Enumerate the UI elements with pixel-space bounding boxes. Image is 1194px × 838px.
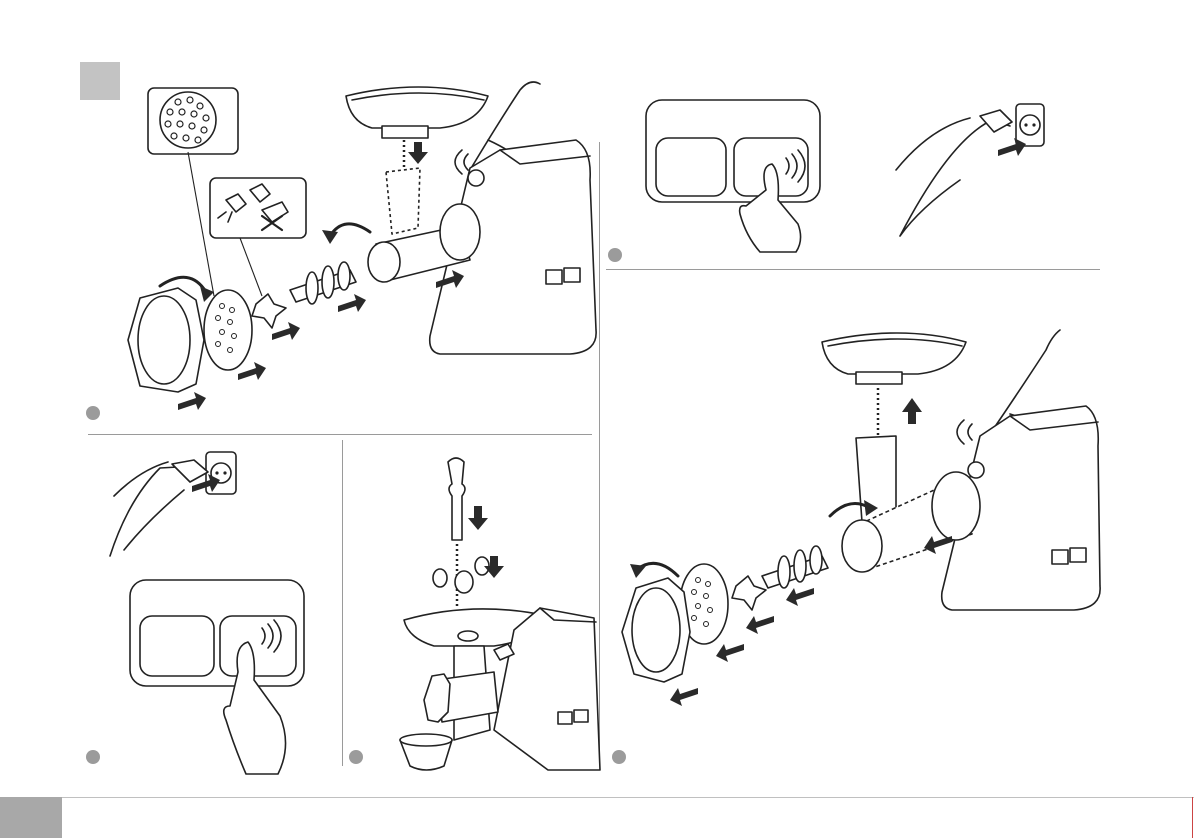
push-arrow-icon [716, 644, 744, 662]
footer-rule [62, 797, 1194, 798]
divider-horizontal-left [88, 434, 592, 435]
step-marker-assemble [86, 406, 100, 420]
control-panel-illustration [600, 0, 1194, 270]
sound-wave-icon [455, 150, 468, 174]
push-arrow-icon [272, 322, 300, 340]
footer-page-tab [0, 797, 62, 838]
footer [0, 797, 1194, 838]
step-marker-switch-on-top [608, 248, 622, 262]
step-marker-plug-in [86, 750, 100, 764]
push-arrow-icon [786, 588, 814, 606]
push-arrow-icon [408, 142, 428, 164]
push-arrow-icon [902, 398, 922, 424]
step-marker-feed-food [349, 750, 363, 764]
assembly-illustration [0, 0, 600, 430]
feed-screw [290, 262, 356, 304]
grinding-plate [204, 290, 252, 370]
push-arrow-icon [746, 616, 774, 634]
disassembly-illustration [600, 270, 1194, 770]
push-arrow-icon [238, 362, 266, 380]
knife-callout [210, 178, 306, 296]
push-arrow-icon [670, 688, 698, 706]
sound-wave-icon [957, 420, 972, 444]
feeding-tray [346, 87, 488, 170]
cross-knife [252, 294, 286, 328]
step-marker-disassemble [612, 750, 626, 764]
push-arrow-icon [178, 392, 206, 410]
push-arrow-icon [338, 294, 366, 312]
push-arrow-icon [468, 506, 488, 530]
rotate-arrow-icon [160, 277, 206, 292]
footer-end-tick [1192, 797, 1193, 838]
locking-ring [128, 288, 204, 392]
food-pusher [448, 458, 465, 540]
plug-and-button-illustration [88, 440, 348, 780]
pusher-illustration [344, 440, 600, 780]
